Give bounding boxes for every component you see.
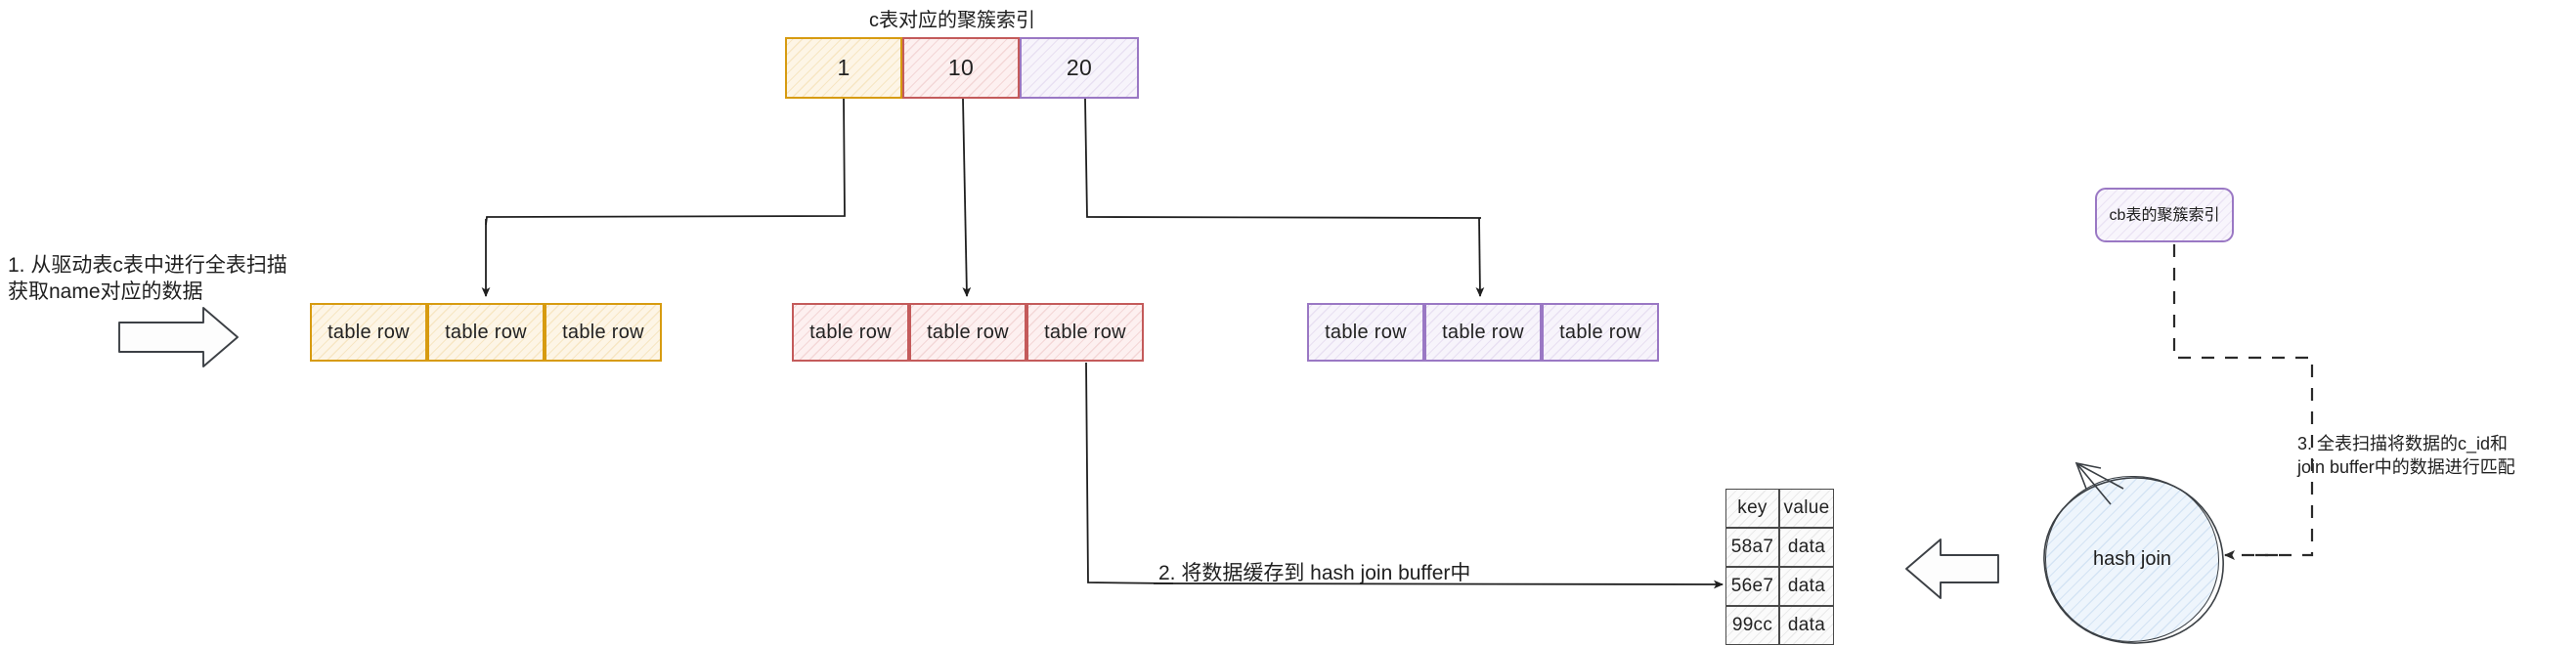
hash-buffer-header-key-label: key xyxy=(1737,497,1768,518)
step-1-note: 1. 从驱动表c表中进行全表扫描 获取name对应的数据 xyxy=(8,254,287,303)
cb-clustered-index-box[interactable]: cb表的聚簇索引 xyxy=(2095,188,2234,242)
table-row[interactable]: table row xyxy=(427,303,545,362)
index-cell-20[interactable]: 20 xyxy=(1020,37,1139,99)
table-row-label: table row xyxy=(1442,321,1524,343)
hash-buffer-header-value: value xyxy=(1779,489,1834,528)
table-row-label: table row xyxy=(445,321,527,343)
index-cell-1-label: 1 xyxy=(837,55,851,80)
table-row[interactable]: table row xyxy=(1026,303,1144,362)
connector-index20-to-purple-group xyxy=(1084,98,1485,297)
connector-index10-to-red-group xyxy=(962,98,972,297)
table-row[interactable]: table row xyxy=(1542,303,1659,362)
table-row-label: table row xyxy=(1559,321,1641,343)
table-row[interactable]: table row xyxy=(1424,303,1542,362)
connector-red-group-to-hash-buffer xyxy=(1085,362,1724,589)
cb-clustered-index-label: cb表的聚簇索引 xyxy=(2109,206,2220,224)
table-row[interactable]: table row xyxy=(310,303,427,362)
hash-buffer-key-label: 56e7 xyxy=(1730,576,1774,596)
hash-join-label: hash join xyxy=(2092,547,2172,570)
hash-buffer-key-label: 99cc xyxy=(1731,615,1773,635)
table-row-label: table row xyxy=(562,321,644,343)
hash-buffer-value-label: data xyxy=(1787,615,1826,635)
hash-buffer-key-cell[interactable]: 56e7 xyxy=(1725,567,1779,606)
table-row-label: table row xyxy=(809,321,892,343)
hash-buffer-value-cell[interactable]: data xyxy=(1779,567,1834,606)
table-row-label: table row xyxy=(927,321,1009,343)
connector-index1-to-yellow-group xyxy=(481,98,846,297)
index-cell-1[interactable]: 1 xyxy=(785,37,902,99)
table-row[interactable]: table row xyxy=(545,303,662,362)
hash-buffer-value-cell[interactable]: data xyxy=(1779,606,1834,645)
hash-buffer-value-label: data xyxy=(1787,576,1826,596)
step-2-note: 2. 将数据缓存到 hash join buffer中 xyxy=(1158,562,1471,584)
hash-join-to-buffer-block-arrow xyxy=(1905,538,1999,599)
table-row-label: table row xyxy=(1044,321,1126,343)
table-row[interactable]: table row xyxy=(909,303,1026,362)
step-1-block-arrow xyxy=(118,307,239,367)
hash-buffer-key-label: 58a7 xyxy=(1730,537,1774,557)
index-cell-10-label: 10 xyxy=(947,55,975,80)
step-3-note: 3. 全表扫描将数据的c_id和 join buffer中的数据进行匹配 xyxy=(2297,434,2515,477)
hash-buffer-key-cell[interactable]: 99cc xyxy=(1725,606,1779,645)
index-cell-20-label: 20 xyxy=(1066,55,1093,80)
hash-buffer-value-cell[interactable]: data xyxy=(1779,528,1834,567)
hash-buffer-key-cell[interactable]: 58a7 xyxy=(1725,528,1779,567)
clustered-index-title: c表对应的聚簇索引 xyxy=(869,10,1035,31)
table-row-label: table row xyxy=(327,321,410,343)
table-row[interactable]: table row xyxy=(792,303,909,362)
index-cell-10[interactable]: 10 xyxy=(902,37,1020,99)
table-row[interactable]: table row xyxy=(1307,303,1424,362)
hash-join-node[interactable]: hash join xyxy=(2045,476,2219,642)
table-row-label: table row xyxy=(1325,321,1407,343)
hash-buffer-value-label: data xyxy=(1787,537,1826,557)
hash-buffer-header-value-label: value xyxy=(1783,497,1830,518)
hash-buffer-header-key: key xyxy=(1725,489,1779,528)
